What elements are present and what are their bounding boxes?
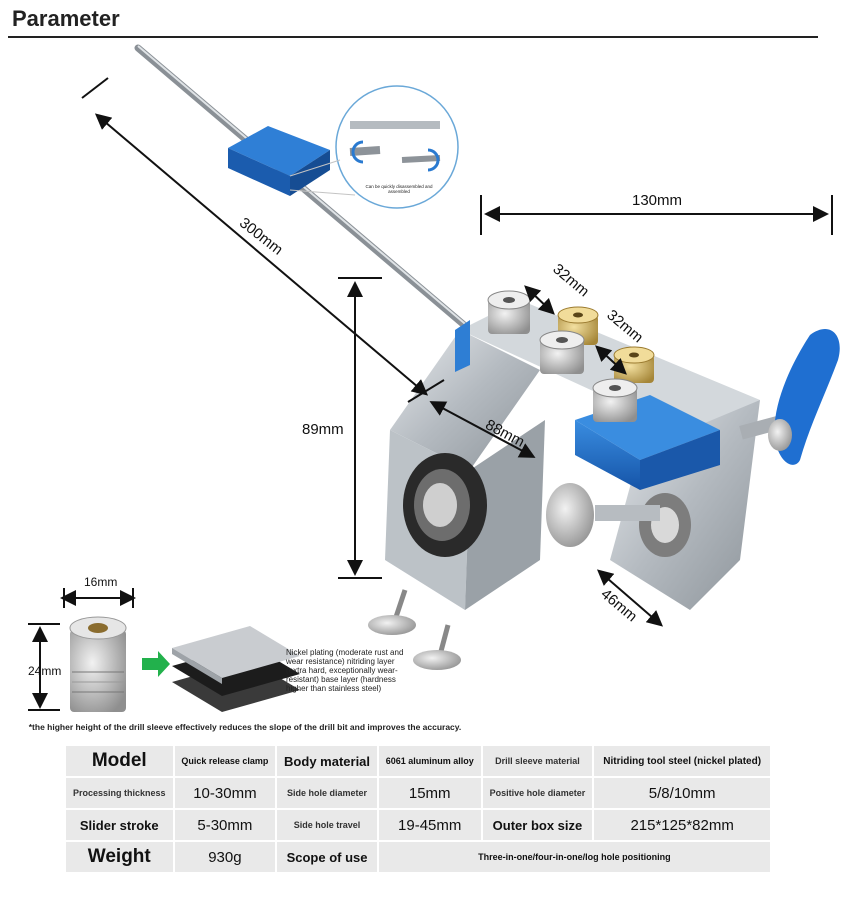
- sleeve-diameter-label: 16mm: [84, 575, 118, 589]
- spec-value: 15mm: [378, 778, 481, 808]
- coating-layers: [172, 626, 300, 712]
- spec-key: Drill sleeve material: [482, 746, 593, 776]
- spec-value: 6061 aluminum alloy: [378, 746, 481, 776]
- inset-caption: Can be quickly disassembled and assemble…: [365, 184, 433, 194]
- height-label: 89mm: [302, 421, 344, 438]
- coating-note: Nickel plating (moderate rust and wear r…: [286, 648, 404, 693]
- spec-key: Body material: [277, 746, 377, 776]
- spec-value: 10-30mm: [174, 778, 276, 808]
- quick-release-inset: [289, 85, 459, 209]
- spec-value: Three-in-one/four-in-one/log hole positi…: [378, 842, 770, 872]
- spec-value: 215*125*82mm: [594, 810, 770, 840]
- dimension-lines: [28, 77, 833, 711]
- footnote: *the higher height of the drill sleeve e…: [28, 722, 462, 732]
- spec-value: 5-30mm: [174, 810, 276, 840]
- spec-value: Nitriding tool steel (nickel plated): [594, 746, 770, 776]
- sleeve-height-label: 24mm: [28, 664, 62, 678]
- drill-sleeve-photo: [69, 616, 127, 712]
- arrow-right-icon: [142, 651, 170, 677]
- product-illustration: [28, 44, 840, 712]
- spec-value: 930g: [174, 842, 276, 872]
- title-underline: [8, 36, 818, 38]
- width-label: 130mm: [632, 192, 683, 209]
- clamp-handle: [739, 329, 840, 465]
- spec-key: Positive hole diameter: [482, 778, 593, 808]
- spec-key: Model: [66, 746, 173, 776]
- spec-key: Outer box size: [482, 810, 593, 840]
- spec-key: Side hole travel: [277, 810, 377, 840]
- thumbscrews: [368, 589, 461, 670]
- spec-value: Quick release clamp: [174, 746, 276, 776]
- spec-value: 19-45mm: [378, 810, 481, 840]
- page-title: Parameter: [12, 6, 120, 31]
- spec-key: Weight: [66, 842, 173, 872]
- spec-key: Scope of use: [277, 842, 377, 872]
- spec-key: Side hole diameter: [277, 778, 377, 808]
- side-hole-bushing: [403, 453, 691, 557]
- spec-key: Slider stroke: [66, 810, 173, 840]
- spec-key: Processing thickness: [66, 778, 173, 808]
- spec-value: 5/8/10mm: [594, 778, 770, 808]
